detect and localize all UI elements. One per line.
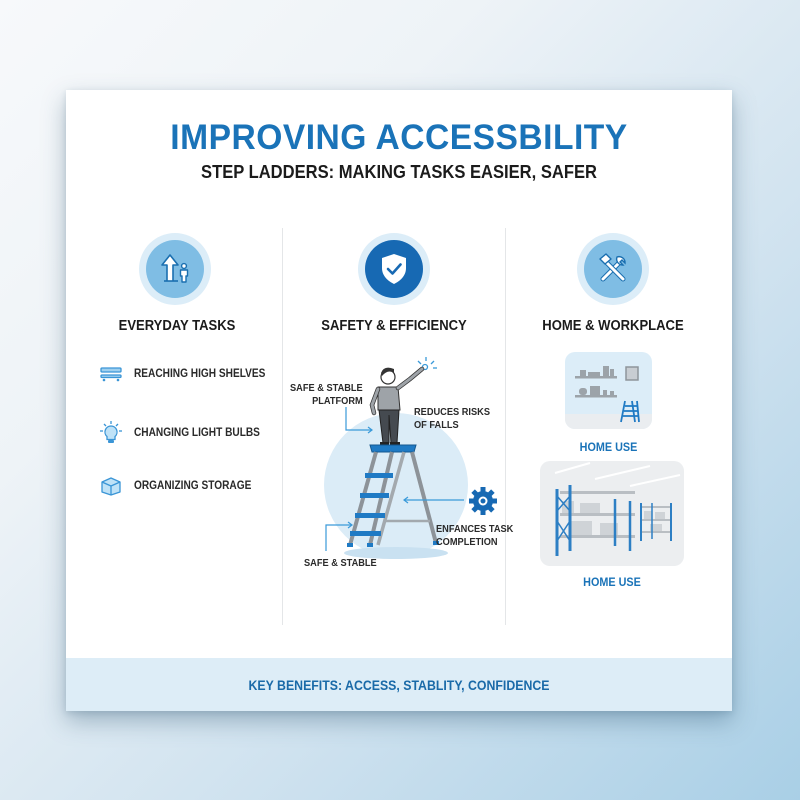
workplace-caption: HOME USE: [583, 575, 641, 589]
column-divider: [505, 228, 506, 625]
safety-badge: [358, 233, 430, 305]
everyday-tasks-badge: [139, 233, 211, 305]
everyday-tasks-title: EVERYDAY TASKS: [118, 318, 236, 334]
arrow-up-person-icon: [146, 240, 204, 298]
gear-icon: [469, 487, 497, 515]
callout-falls: REDUCES RISKS OF FALLS: [414, 406, 490, 432]
tools-icon: [584, 240, 642, 298]
shelf-icon: [100, 367, 122, 382]
home-use-image: [565, 352, 652, 429]
shield-check-icon: [365, 240, 423, 298]
ladder-illustration: [286, 355, 510, 575]
infographic-card: IMPROVING ACCESSBILITY STEP LADDERS: MAK…: [66, 90, 732, 711]
task-item: REACHING HIGH SHELVES: [100, 366, 283, 382]
workplace-badge: [577, 233, 649, 305]
task-label: ORGANIZING STORAGE: [134, 480, 252, 492]
callout-stable: SAFE & STABLE: [304, 557, 377, 569]
home-workplace-title: HOME & WORKPLACE: [542, 318, 684, 334]
workplace-image: [540, 461, 684, 566]
task-label: REACHING HIGH SHELVES: [134, 368, 266, 380]
callout-falls-text: REDUCES RISKS OF FALLS: [414, 406, 490, 431]
task-item: CHANGING LIGHT BULBS: [100, 420, 277, 446]
key-benefits-text: KEY BENEFITS: ACCESS, STABLITY, CONFIDEN…: [248, 676, 550, 693]
task-item: ORGANIZING STORAGE: [100, 476, 267, 496]
callout-platform-text: SAFE & STABLE PLATFORM: [290, 382, 363, 407]
box-icon: [101, 477, 121, 496]
safety-efficiency-title: SAFETY & EFFICIENCY: [321, 318, 467, 334]
callout-completion-text: ENFANCES TASK COMPLETION: [436, 523, 514, 548]
callout-completion: ENFANCES TASK COMPLETION: [436, 523, 513, 549]
home-use-caption: HOME USE: [579, 440, 638, 454]
column-divider: [282, 228, 283, 625]
key-benefits-footer: KEY BENEFITS: ACCESS, STABLITY, CONFIDEN…: [66, 658, 732, 711]
task-label: CHANGING LIGHT BULBS: [134, 427, 260, 439]
page-subtitle: STEP LADDERS: MAKING TASKS EASIER, SAFER: [201, 162, 597, 182]
light-bulb-icon: [100, 421, 122, 443]
page-title: IMPROVING ACCESSBILITY: [170, 118, 628, 157]
callout-platform: SAFE & STABLE PLATFORM: [290, 382, 363, 408]
